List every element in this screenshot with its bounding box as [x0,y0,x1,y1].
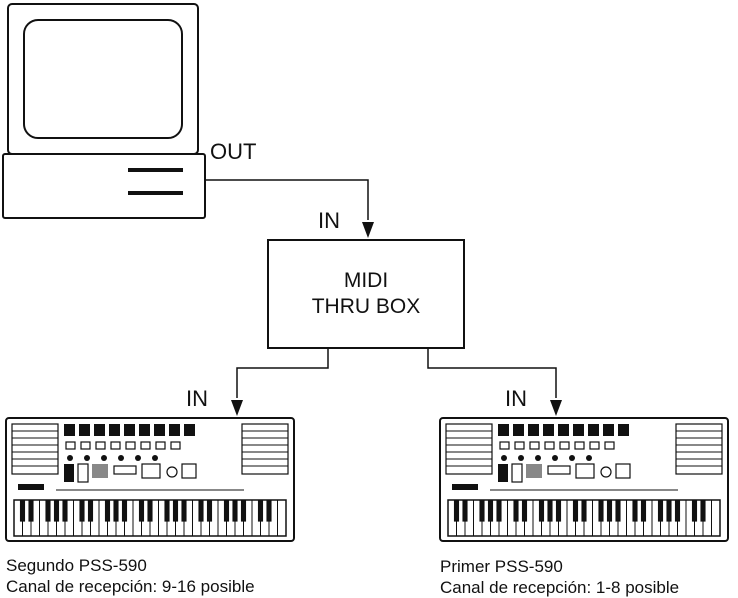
speaker-grille [445,423,493,475]
arrow-left-in [231,400,243,416]
speaker-grille [241,423,289,475]
control-panel [18,424,244,491]
arrowheads [231,222,562,416]
control-panel [452,424,678,491]
in-label-left: IN [186,386,208,411]
keyboard-left-channel: Canal de recepción: 9-16 posible [6,577,255,596]
computer-icon [2,3,206,219]
speaker-grille [11,423,59,475]
speaker-grille [675,423,723,475]
thru-box-label: MIDI THRU BOX [268,268,464,320]
keyboard-right-caption: Primer PSS-590 Canal de recepción: 1-8 p… [440,556,679,598]
thru-box-line2: THRU BOX [311,295,421,318]
keyboard-right-channel: Canal de recepción: 1-8 posible [440,578,680,597]
keyboard-left-icon [5,417,295,542]
cable-thru-to-left [236,349,329,398]
keyboard-right-name: Primer PSS-590 [440,557,563,576]
out-label: OUT [210,139,257,164]
cable-computer-to-thru [205,179,369,220]
cable-thru-to-right [427,349,557,398]
midi-thru-box [267,239,465,349]
piano-keys [13,499,287,537]
arrow-thru-in [362,222,374,238]
thru-box-line1: MIDI [343,269,389,292]
keyboard-left-name: Segundo PSS-590 [6,556,147,575]
keyboard-left-caption: Segundo PSS-590 Canal de recepción: 9-16… [6,555,255,597]
keyboard-right-icon [439,417,729,542]
arrow-right-in [550,400,562,416]
in-label-right: IN [505,386,527,411]
piano-keys [447,499,721,537]
in-label-thru: IN [318,208,340,233]
connection-cables [205,179,557,398]
